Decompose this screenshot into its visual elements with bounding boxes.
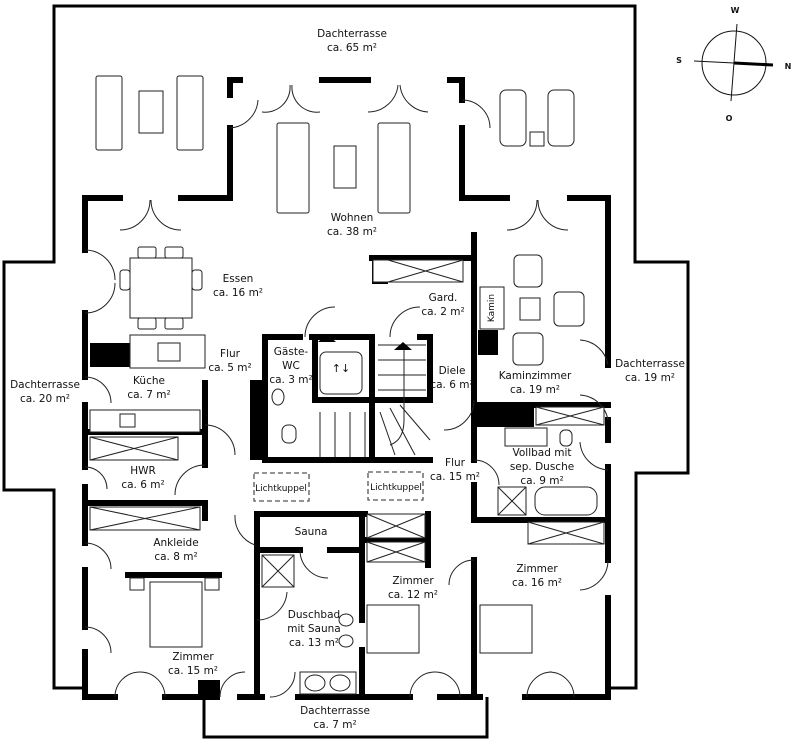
- room-area: ca. 9 m²: [520, 475, 563, 487]
- room-area: ca. 19 m²: [625, 372, 675, 384]
- lift-icon: ↑↓: [332, 362, 350, 375]
- room-area: ca. 3 m²: [269, 374, 312, 386]
- room-area: ca. 7 m²: [127, 389, 170, 401]
- skylight-2-label: Lichtkuppel: [370, 483, 422, 493]
- kamin-label: Kamin: [487, 294, 497, 322]
- room-name: HWR: [130, 465, 156, 477]
- room-name: Dachterrasse: [615, 358, 685, 370]
- room-area: ca. 8 m²: [154, 551, 197, 563]
- skylight-1: [253, 472, 310, 502]
- room-name: Vollbad mit: [513, 447, 572, 459]
- room-name: Dachterrasse: [317, 28, 387, 40]
- room-area: ca. 12 m²: [388, 589, 438, 601]
- room-area: ca. 16 m²: [213, 287, 263, 299]
- room-area: ca. 15 m²: [430, 471, 480, 483]
- room-area: ca. 16 m²: [512, 577, 562, 589]
- room-area: ca. 19 m²: [510, 384, 560, 396]
- room-name: Essen: [223, 273, 254, 285]
- room-area: ca. 13 m²: [289, 637, 339, 649]
- room-name: Kaminzimmer: [499, 370, 572, 382]
- room-area: ca. 20 m²: [20, 393, 70, 405]
- room-area: ca. 15 m²: [168, 665, 218, 677]
- room-name: Flur: [220, 348, 241, 360]
- room-area: ca. 6 m²: [430, 379, 473, 391]
- skylight-2: [367, 471, 424, 501]
- compass-west: W: [731, 6, 740, 15]
- room-area: ca. 2 m²: [421, 306, 464, 318]
- room-area: ca. 7 m²: [313, 719, 356, 731]
- room-name: Duschbad: [288, 609, 340, 621]
- room-name: Gäste-: [274, 346, 309, 358]
- compass-icon: W S N O: [676, 6, 791, 123]
- room-name: Zimmer: [172, 651, 214, 663]
- terrace-outline: [2, 4, 690, 739]
- room-name: Flur: [445, 457, 466, 469]
- room-area: ca. 5 m²: [208, 362, 251, 374]
- room-name: Küche: [133, 375, 165, 387]
- compass-east: O: [726, 114, 733, 123]
- room-name-2: mit Sauna: [287, 623, 340, 635]
- room-area: ca. 38 m²: [327, 226, 377, 238]
- room-area: ca. 65 m²: [327, 42, 377, 54]
- room-name: Diele: [439, 365, 466, 377]
- room-name: Dachterrasse: [300, 705, 370, 717]
- skylight-1-label: Lichtkuppel: [255, 484, 307, 494]
- room-name-2: sep. Dusche: [510, 461, 574, 473]
- compass-south: S: [676, 56, 682, 65]
- room-name: Zimmer: [392, 575, 434, 587]
- room-name: Ankleide: [153, 537, 198, 549]
- room-name: Gard.: [429, 292, 458, 304]
- compass-north: N: [785, 62, 792, 71]
- room-name: Dachterrasse: [10, 379, 80, 391]
- room-area: ca. 6 m²: [121, 479, 164, 491]
- furniture: [89, 75, 605, 695]
- room-name: Zimmer: [516, 563, 558, 575]
- room-name-2: WC: [282, 360, 300, 372]
- doors: [84, 84, 609, 698]
- room-labels: Dachterrasse ca. 65 m² Wohnen ca. 38 m² …: [10, 28, 685, 731]
- room-name: Wohnen: [331, 212, 374, 224]
- room-name: Sauna: [295, 526, 328, 538]
